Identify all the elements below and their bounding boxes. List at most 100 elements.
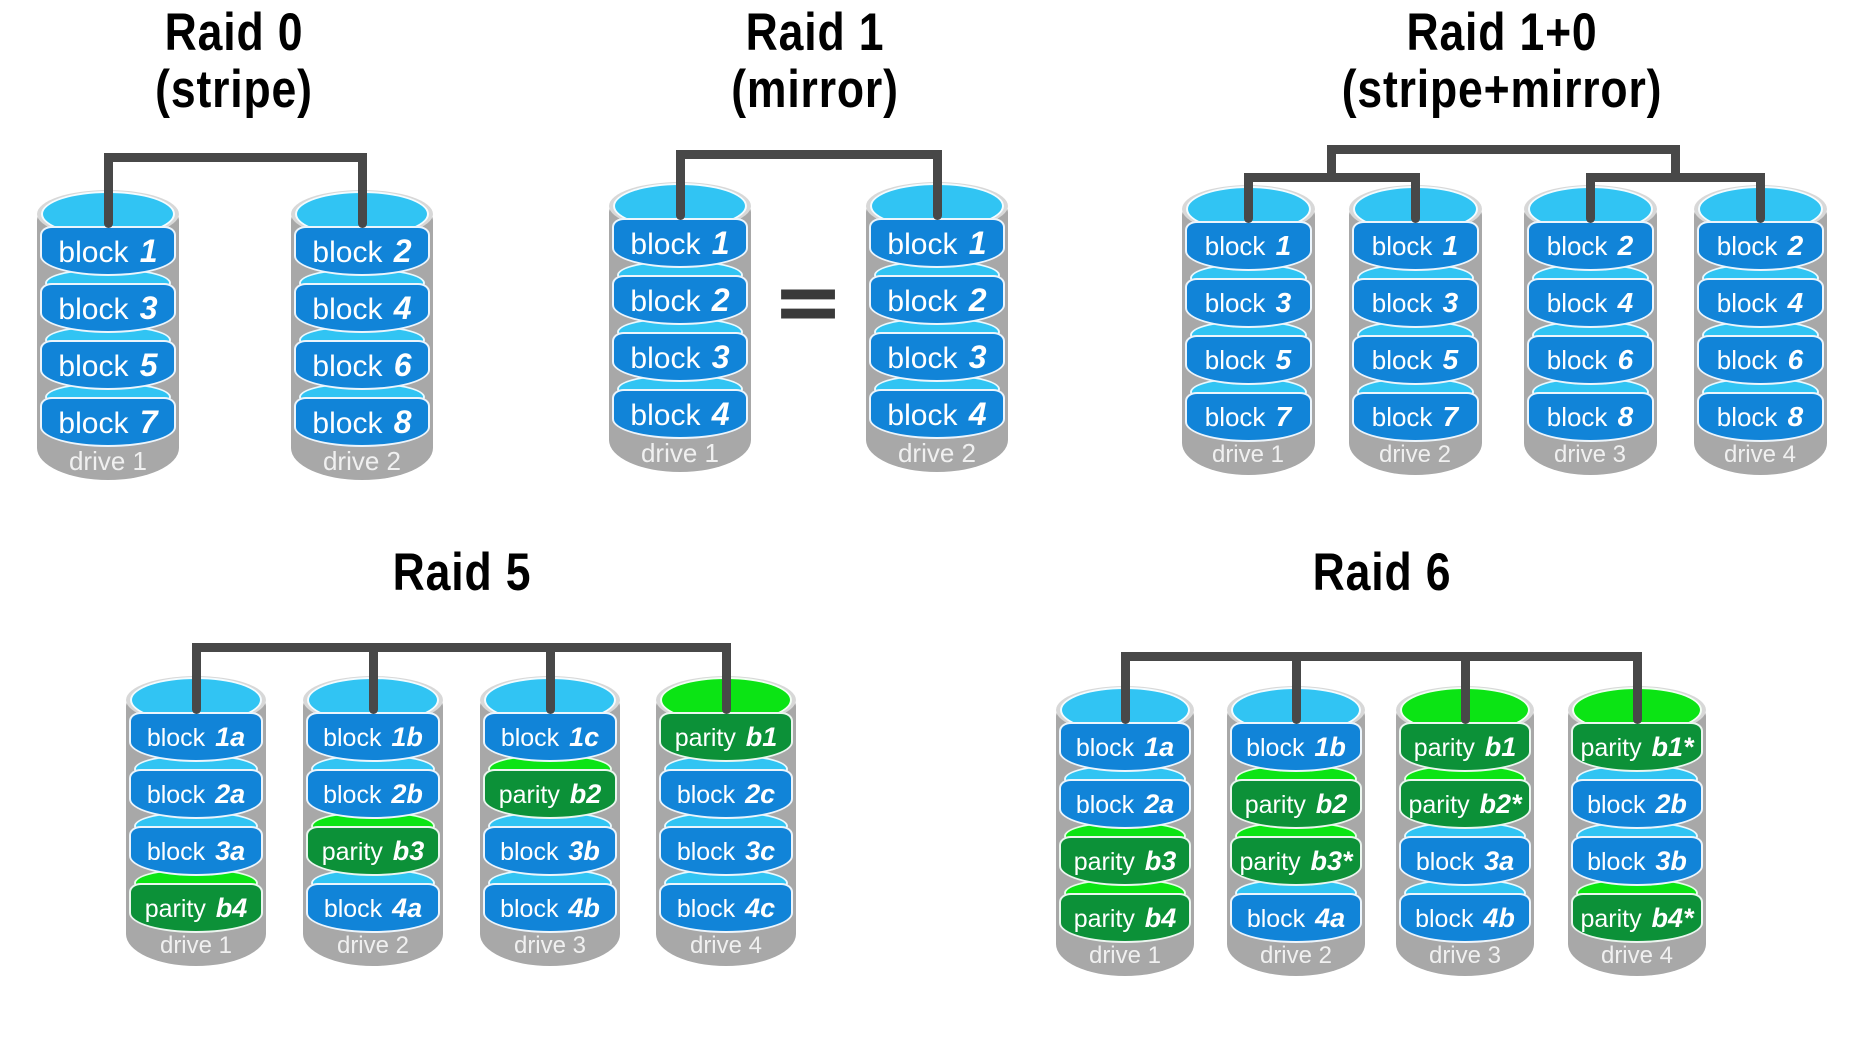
raid10-subtitle: (stripe+mirror) <box>1341 60 1663 119</box>
platter-label: block 6 <box>1547 346 1634 374</box>
platter-word: parity <box>1413 733 1475 762</box>
parity-platter: parity b1 <box>1399 722 1531 772</box>
platter-label: block 8 <box>312 406 411 439</box>
platter-number: 3b <box>568 835 600 866</box>
block-platter: block 1a <box>129 712 263 762</box>
platter-number: b3* <box>1310 845 1353 876</box>
drive-label: drive 2 <box>897 438 977 468</box>
block-platter: block 1c <box>483 712 617 762</box>
platter-label: parity b1 <box>1413 733 1517 762</box>
platter-label: block 6 <box>312 349 411 382</box>
platter-number: b2 <box>1315 788 1348 819</box>
platter-label: block 1 <box>58 235 157 268</box>
platter-word: block <box>1546 231 1608 261</box>
block-platter: block 5 <box>1184 335 1312 385</box>
platter-number: 5 <box>1442 344 1459 375</box>
platter-label: block 3c <box>677 835 776 866</box>
platter-label: parity b4 <box>1073 904 1177 933</box>
drive-label: drive 3 <box>1428 942 1502 969</box>
platter-number: 3 <box>139 289 158 326</box>
block-platter: block 4 <box>869 389 1005 439</box>
platter-label: block 4 <box>887 398 986 431</box>
platter-label: parity b4* <box>1580 904 1693 933</box>
platter-word: block <box>887 284 958 318</box>
platter-word: parity <box>1408 790 1470 819</box>
parity-platter: parity b4 <box>129 883 263 933</box>
parity-platter: parity b3 <box>306 826 440 876</box>
platter-label: block 2b <box>1587 788 1687 819</box>
platter-number: 2b <box>1655 788 1687 819</box>
platter-word: block <box>500 723 560 752</box>
platter-number: 1a <box>1144 731 1175 762</box>
platter-number: 2 <box>1617 230 1634 261</box>
block-platter: block 6 <box>294 340 430 390</box>
platter-number: 5 <box>139 346 158 383</box>
platter-label: parity b3* <box>1239 845 1353 876</box>
platter-word: block <box>1371 231 1433 261</box>
platter-number: 2a <box>215 778 246 809</box>
platter-label: block 4b <box>1415 904 1515 932</box>
platter-label: block 7 <box>1372 403 1459 431</box>
platter-number: 1b <box>1314 731 1346 762</box>
platter-number: 4 <box>1617 287 1634 318</box>
platter-word: block <box>630 398 701 432</box>
platter-number: 1 <box>139 232 158 269</box>
block-platter: block 4 <box>1526 278 1654 328</box>
platter-number: 2 <box>968 281 987 318</box>
platter-label: block 3 <box>887 341 986 374</box>
raid1-title: Raid 1 <box>745 3 885 62</box>
platter-word: block <box>312 235 383 269</box>
drive-label: drive 2 <box>336 932 410 959</box>
platter-label: block 1a <box>1075 731 1175 762</box>
equals-sign: = <box>771 252 845 352</box>
platter-label: parity b4 <box>144 894 248 923</box>
block-platter: block 8 <box>1696 392 1824 442</box>
platter-word: parity <box>144 894 206 923</box>
block-platter: block 7 <box>1351 392 1479 442</box>
parity-platter: parity b3* <box>1230 836 1362 886</box>
platter-word: parity <box>1580 904 1642 933</box>
block-platter: block 3b <box>483 826 617 876</box>
platter-label: block 2a <box>1076 790 1174 818</box>
platter-number: 4a <box>392 892 423 923</box>
platter-label: parity b2* <box>1408 790 1521 819</box>
platter-word: block <box>58 349 129 383</box>
platter-word: block <box>630 341 701 375</box>
drive-label: drive 2 <box>322 446 402 476</box>
platter-word: block <box>1246 733 1305 762</box>
block-platter: block 2 <box>1526 221 1654 271</box>
platter-number: 1 <box>968 224 987 261</box>
platter-word: block <box>1546 345 1608 375</box>
platter-number: 8 <box>1617 401 1634 432</box>
platter-word: block <box>630 227 701 261</box>
platter-word: block <box>312 292 383 326</box>
platter-label: block 2b <box>323 780 423 808</box>
platter-number: b3 <box>1144 845 1177 876</box>
parity-platter: parity b4* <box>1571 893 1703 943</box>
platter-word: block <box>1204 231 1266 261</box>
platter-number: 2 <box>393 232 412 269</box>
block-platter: block 2c <box>659 769 793 819</box>
platter-number: 6 <box>393 346 412 383</box>
drive-label: drive 4 <box>1600 942 1674 969</box>
platter-number: 1 <box>711 224 730 261</box>
block-platter: block 3 <box>40 283 176 333</box>
platter-label: block 4a <box>324 892 423 923</box>
parity-platter: parity b3 <box>1059 836 1191 886</box>
platter-word: block <box>1075 733 1135 762</box>
platter-label: block 7 <box>58 406 157 439</box>
block-platter: block 4b <box>483 883 617 933</box>
block-platter: block 1 <box>1184 221 1312 271</box>
platter-label: block 4 <box>1547 289 1634 317</box>
platter-number: 4 <box>968 395 987 432</box>
platter-word: block <box>312 349 383 383</box>
platter-word: block <box>887 227 958 261</box>
platter-word: block <box>146 723 206 752</box>
platter-word: parity <box>1073 904 1135 933</box>
platter-word: block <box>1371 345 1433 375</box>
platter-number: 3c <box>745 835 776 866</box>
block-platter: block 2b <box>306 769 440 819</box>
platter-label: parity b3 <box>1074 845 1177 876</box>
